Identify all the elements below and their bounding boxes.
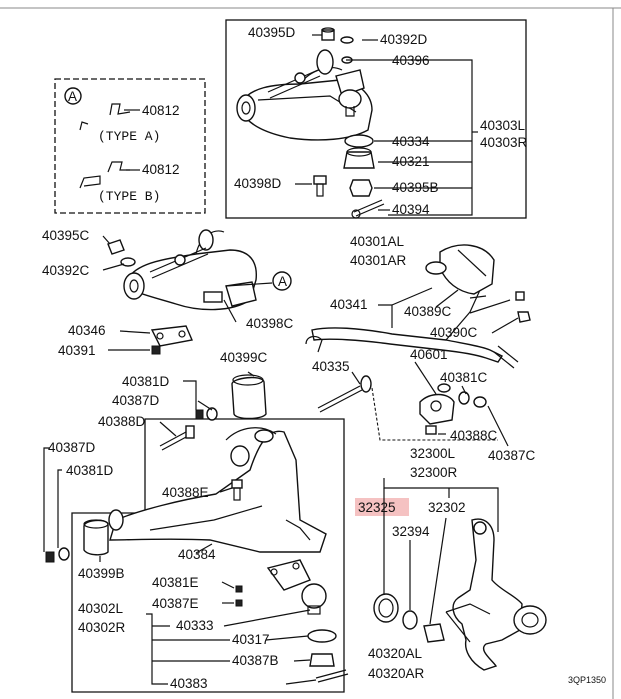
label-40317: 40317	[232, 632, 270, 647]
label-40395B: 40395B	[392, 180, 439, 195]
lower-leaders	[43, 371, 317, 685]
label-40394: 40394	[392, 202, 430, 217]
label-40381D-a: 40381D	[122, 374, 170, 389]
inset-clip-box	[54, 78, 206, 214]
label-40381C: 40381C	[440, 370, 488, 385]
label-40389C: 40389C	[404, 304, 452, 319]
label-40334: 40334	[392, 134, 430, 149]
label-40384: 40384	[178, 547, 216, 562]
drawing-code: 3QP1350	[568, 675, 606, 685]
label-32302: 32302	[428, 500, 466, 515]
label-40395C: 40395C	[42, 228, 90, 243]
label-40302L: 40302L	[78, 601, 124, 616]
label-40387D-a: 40387D	[112, 393, 160, 408]
label-32394: 32394	[392, 524, 430, 539]
label-40381E: 40381E	[152, 575, 199, 590]
label-40341: 40341	[330, 297, 368, 312]
label-40399B: 40399B	[78, 566, 125, 581]
label-40398C: 40398C	[246, 316, 294, 331]
label-40321: 40321	[392, 154, 430, 169]
loose-upper-leaders	[102, 235, 273, 323]
inset-clip-a-code: 40812	[142, 103, 180, 118]
label-40387D-b: 40387D	[48, 440, 96, 455]
stabilizer-leaders	[351, 287, 519, 385]
label-32325: 32325	[358, 500, 396, 515]
label-40392C: 40392C	[42, 263, 90, 278]
label-40388D: 40388D	[98, 414, 146, 429]
inset-clip-b-code: 40812	[142, 162, 180, 177]
label-32300R: 32300R	[410, 465, 458, 480]
lower-arm-drawing	[45, 374, 349, 683]
label-40395D: 40395D	[248, 25, 296, 40]
inset-callout-letter: A	[68, 89, 77, 104]
label-40388E: 40388E	[162, 485, 209, 500]
inset-clip-b-type: (TYPE B)	[98, 189, 160, 204]
inset-clip-a-type: (TYPE A)	[98, 129, 160, 144]
upper-arm-drawing	[236, 27, 385, 219]
arm-callout-letter: A	[278, 274, 287, 289]
steering-knuckle	[373, 518, 547, 671]
label-40396: 40396	[392, 53, 430, 68]
stabilizer-bar	[305, 244, 531, 369]
label-32300L: 32300L	[410, 446, 456, 461]
loose-upper-arm	[107, 229, 292, 311]
plate-40346	[108, 325, 193, 355]
label-40302R: 40302R	[78, 620, 126, 635]
label-40387B: 40387B	[232, 653, 279, 668]
upper-arm-assembly-box	[225, 19, 527, 219]
knuckle-leaders	[383, 478, 499, 643]
label-40333: 40333	[176, 618, 214, 633]
label-40399C: 40399C	[220, 350, 268, 365]
inset-clips	[64, 87, 131, 189]
link-parts	[317, 361, 509, 447]
label-40383: 40383	[170, 676, 208, 691]
label-40381D-b: 40381D	[66, 463, 114, 478]
label-40301AR: 40301AR	[350, 253, 407, 268]
label-40387C: 40387C	[488, 448, 536, 463]
part-labels: 40395D 40392D 40396 40303L 40303R 40334 …	[42, 25, 606, 691]
label-40303L: 40303L	[480, 118, 526, 133]
label-40320AR: 40320AR	[368, 666, 425, 681]
label-40335: 40335	[312, 359, 350, 374]
label-40391: 40391	[58, 343, 96, 358]
label-40303R: 40303R	[480, 135, 528, 150]
label-40392D: 40392D	[380, 32, 428, 47]
label-40388C: 40388C	[450, 428, 498, 443]
label-40346: 40346	[68, 323, 106, 338]
label-40387E: 40387E	[152, 596, 199, 611]
label-40398D: 40398D	[234, 176, 282, 191]
upper-leaders	[295, 34, 478, 216]
label-40601: 40601	[410, 347, 448, 362]
label-40390C: 40390C	[430, 325, 478, 340]
label-40320AL: 40320AL	[368, 646, 423, 661]
label-40301AL: 40301AL	[350, 234, 405, 249]
highlight-32325	[355, 498, 409, 516]
